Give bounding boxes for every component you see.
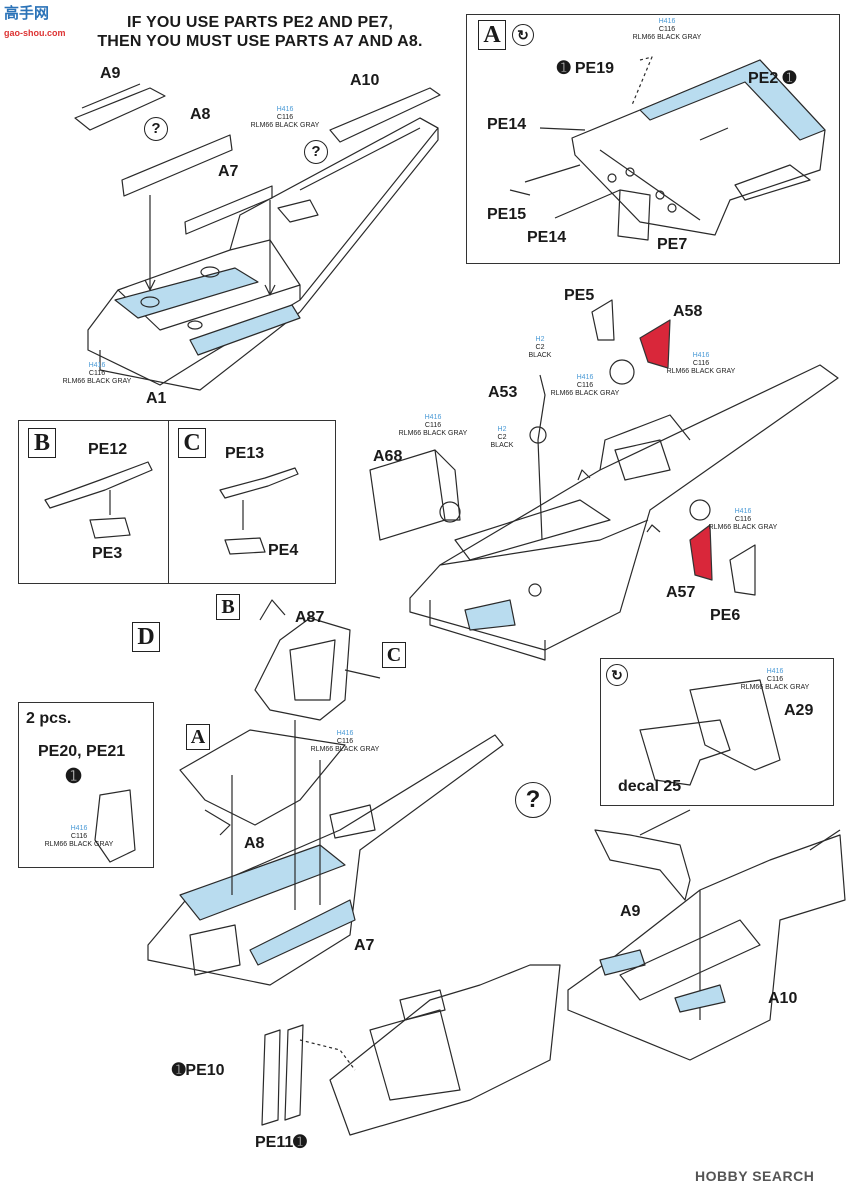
label-pe5: PE5 <box>564 287 595 304</box>
question-icon-3: ? <box>515 782 551 818</box>
label-a68: A68 <box>373 448 403 465</box>
label-a53: A53 <box>488 384 518 401</box>
instrument-panel-assembly-a <box>509 56 826 241</box>
hobby-search-text: HOBBY SEARCH <box>695 1168 815 1184</box>
label-pe7: PE7 <box>657 236 688 253</box>
label-r-a10: A10 <box>768 990 798 1007</box>
rotate-icon-pe2: ➊ <box>782 70 797 87</box>
cockpit-tub-top-left <box>74 83 441 391</box>
label-pe11: PE11➊ <box>255 1132 307 1152</box>
label-a10: A10 <box>350 72 380 89</box>
label-d-a8: A8 <box>244 835 265 852</box>
instrument-panel-a29 <box>639 679 781 786</box>
inset-box-a29 <box>600 658 834 806</box>
label-d-a7: A7 <box>354 937 375 954</box>
label-a57: A57 <box>666 584 696 601</box>
watermark-glyphs: 高手网 <box>4 5 50 22</box>
rotate-icon-a29: ↻ <box>606 664 628 686</box>
label-pe11-text: PE11 <box>255 1134 294 1151</box>
label-r-a9: A9 <box>620 903 641 920</box>
label-pe19: ➊ PE19 <box>557 58 614 78</box>
label-pe12: PE12 <box>88 441 128 458</box>
label-pe14-bottom: PE14 <box>527 229 567 246</box>
label-pe14-top: PE14 <box>487 116 527 133</box>
label-pe10: ➊PE10 <box>172 1060 225 1080</box>
label-pe15: PE15 <box>487 206 527 223</box>
header-line-1: IF YOU USE PARTS PE2 AND PE7, <box>126 14 393 31</box>
label-pe4: PE4 <box>268 542 299 559</box>
rotate-icon-pe20: ➊ <box>66 766 82 786</box>
label-a8: A8 <box>190 106 211 123</box>
label-a87: A87 <box>295 609 325 626</box>
label-pe2: PE2 ➊ <box>748 68 796 88</box>
label-pe20-pe21: PE20, PE21 <box>38 743 126 760</box>
label-2-pcs: 2 pcs. <box>26 710 72 727</box>
inset-box-pe20 <box>18 702 154 868</box>
label-a29: A29 <box>784 702 814 719</box>
inset-box-a <box>466 14 840 264</box>
rotate-icon-pe11: ➊ <box>293 1134 307 1151</box>
watermark-url: gao-shou.com <box>4 28 66 38</box>
step-b-ref: B <box>216 594 240 620</box>
label-a9: A9 <box>100 65 121 82</box>
fuselage-assembly-right <box>369 299 839 661</box>
step-c-ref: C <box>382 642 406 668</box>
label-a1: A1 <box>146 390 167 407</box>
seat-belts-b-c <box>44 461 299 555</box>
step-b-marker: B <box>28 428 56 458</box>
label-pe19-text: PE19 <box>574 60 614 77</box>
step-d-marker: D <box>132 622 160 652</box>
cockpit-assembly-d <box>94 599 504 986</box>
fuselage-assembly-bottom-right <box>567 809 846 1061</box>
step-a-ref: A <box>186 724 210 750</box>
header-line-2: THEN YOU MUST USE PARTS A7 AND A8. <box>97 33 423 50</box>
watermark-logo-bottom-right: HOBBY SEARCH <box>695 1168 814 1184</box>
rotate-icon-pe19: ➊ <box>557 60 571 77</box>
label-pe6: PE6 <box>710 607 741 624</box>
instruction-header: IF YOU USE PARTS PE2 AND PE7, THEN YOU M… <box>55 13 465 51</box>
label-a58: A58 <box>673 303 703 320</box>
label-pe2-text: PE2 <box>748 70 779 87</box>
watermark-logo-top-left: 高手网 gao-shou.com <box>4 2 66 39</box>
step-a-marker: A <box>478 20 506 50</box>
cockpit-with-belts-bottom <box>261 964 561 1136</box>
label-pe13: PE13 <box>225 445 265 462</box>
label-pe3: PE3 <box>92 545 123 562</box>
question-icon-1: ? <box>144 117 168 141</box>
label-pe10-text: PE10 <box>185 1062 225 1079</box>
label-a7: A7 <box>218 163 239 180</box>
step-c-marker: C <box>178 428 206 458</box>
question-icon-2: ? <box>304 140 328 164</box>
rotate-icon-a: ↻ <box>512 24 534 46</box>
label-decal-25: decal 25 <box>618 778 682 795</box>
rotate-icon-pe10: ➊ <box>172 1062 186 1079</box>
